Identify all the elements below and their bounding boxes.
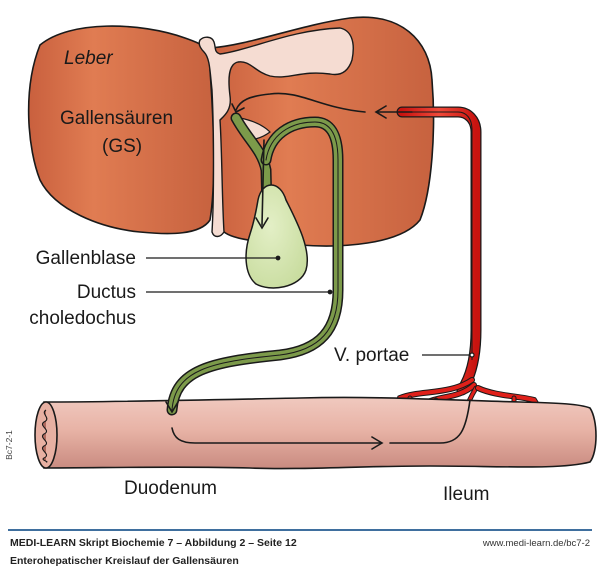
label-duodenum: Duodenum xyxy=(124,478,217,499)
liver-left-lobe xyxy=(27,25,215,235)
figure-code: Bc7-2-1 xyxy=(3,430,14,460)
label-liver: Leber xyxy=(64,48,113,69)
portal-vein-centerline xyxy=(402,111,473,360)
label-choledochus: choledochus xyxy=(29,308,136,329)
intestine xyxy=(43,396,597,470)
intestine-villi xyxy=(42,409,48,463)
footer-caption: Enterohepatischer Kreislauf der Gallensä… xyxy=(10,555,239,567)
label-ductus: Ductus xyxy=(77,282,136,303)
gallbladder xyxy=(245,184,308,289)
flow-arrows xyxy=(165,92,471,450)
label-bile-acids-abbrev: (GS) xyxy=(102,136,142,157)
label-bile-acids: Gallensäuren xyxy=(60,108,173,129)
footer-url[interactable]: www.medi-learn.de/bc7-2 xyxy=(482,538,590,549)
footer-source: MEDI-LEARN Skript Biochemie 7 – Abbildun… xyxy=(10,537,297,549)
liver-hilum xyxy=(198,27,354,238)
leader-lines xyxy=(146,255,475,358)
bile-duct-system xyxy=(166,112,344,416)
label-ileum: Ileum xyxy=(443,484,489,505)
label-portal-vein: V. portae xyxy=(334,345,409,366)
label-gallbladder: Gallenblase xyxy=(36,248,136,269)
footer-divider xyxy=(8,529,592,531)
